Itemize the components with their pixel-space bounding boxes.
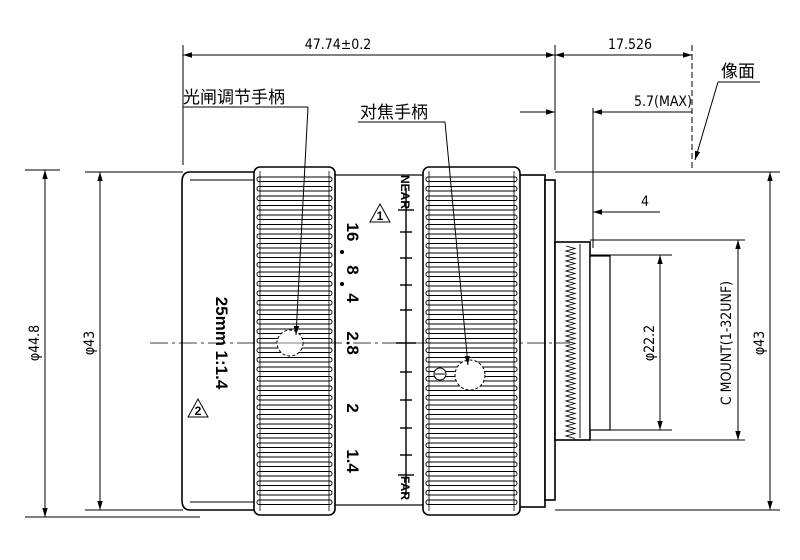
callout-focus-ring: 对焦手柄 bbox=[360, 103, 428, 123]
dim-dia-22-2: φ22.2 bbox=[642, 325, 658, 361]
focus-scale-line bbox=[396, 188, 416, 495]
focus-near-label: NEAR bbox=[398, 175, 412, 209]
dim-max-protrusion: 5.7(MAX) bbox=[634, 94, 692, 110]
aperture-dot bbox=[340, 250, 344, 254]
dim-dia-43-right: φ43 bbox=[752, 331, 768, 355]
aperture-dot bbox=[340, 282, 344, 286]
dim-dia-44-8: φ44.8 bbox=[27, 325, 43, 361]
dim-mount-depth: 4 bbox=[641, 194, 649, 210]
dim-flange: 17.526 bbox=[608, 37, 652, 53]
lens-spec-label: 25mm 1:1.4 bbox=[212, 297, 231, 390]
aperture-value: 2.8 bbox=[343, 331, 362, 355]
lens-body bbox=[181, 171, 611, 511]
callout-leaders bbox=[183, 106, 470, 366]
focus-handle bbox=[433, 359, 486, 391]
warning-triangle-2: 2 bbox=[187, 397, 209, 418]
callout-image-plane: 像面 bbox=[721, 62, 755, 82]
aperture-value: 8 bbox=[343, 265, 362, 274]
callout-iris-ring: 光闸调节手柄 bbox=[183, 88, 285, 108]
svg-text:1: 1 bbox=[377, 209, 384, 223]
mount-thread bbox=[564, 244, 581, 439]
dim-mount-thread: C MOUNT(1-32UNF) bbox=[719, 281, 735, 405]
dim-length: 47.74±0.2 bbox=[305, 37, 372, 53]
iris-handle bbox=[276, 329, 304, 357]
focus-far-label: FAR bbox=[398, 476, 412, 500]
aperture-scale: 16 8 4 2.8 2 1.4 bbox=[340, 223, 362, 473]
aperture-value: 1.4 bbox=[343, 449, 362, 473]
aperture-value: 2 bbox=[343, 403, 362, 412]
dimension-lines bbox=[25, 45, 780, 518]
aperture-value: 16 bbox=[343, 223, 362, 242]
dim-dia-43-left: φ43 bbox=[82, 331, 98, 355]
svg-text:2: 2 bbox=[195, 404, 202, 418]
aperture-value: 4 bbox=[343, 293, 362, 303]
warning-triangle-1: 1 bbox=[369, 202, 391, 223]
